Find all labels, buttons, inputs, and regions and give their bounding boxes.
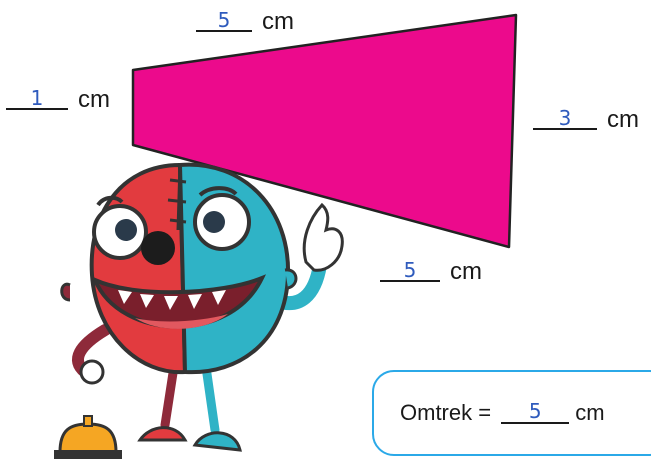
side-label-right: 3 cm [533, 106, 639, 134]
monster-eyes [92, 186, 251, 260]
perimeter-label: Omtrek = [400, 400, 492, 425]
unit-bottom: cm [450, 258, 482, 285]
unit-left: cm [78, 86, 110, 113]
unit-top: cm [262, 8, 294, 35]
answer-bottom: 5 [403, 258, 417, 282]
side-label-bottom: 5 cm [380, 258, 482, 286]
perimeter-line: Omtrek = 5 cm [400, 399, 605, 426]
answer-blank-right: 3 [533, 106, 597, 130]
answer-blank-left: 1 [6, 86, 68, 110]
side-label-left: 1 cm [6, 86, 110, 114]
unit-right: cm [607, 106, 639, 133]
pink-quadrilateral [131, 13, 518, 249]
answer-blank-top: 5 [196, 8, 252, 32]
monster-nose [141, 231, 175, 265]
monster-mouth [91, 274, 267, 329]
perimeter-answer-box [372, 370, 651, 456]
perimeter-answer-blank: 5 [501, 399, 570, 424]
answer-top: 5 [217, 8, 231, 32]
side-label-top: 5 cm [196, 8, 294, 36]
answer-right: 3 [558, 106, 572, 130]
monster-left-arm [72, 324, 111, 385]
perimeter-unit: cm [575, 400, 605, 425]
answer-left: 1 [30, 86, 44, 110]
perimeter-answer: 5 [528, 399, 542, 423]
bell-icon [54, 415, 122, 459]
answer-blank-bottom: 5 [380, 258, 440, 282]
